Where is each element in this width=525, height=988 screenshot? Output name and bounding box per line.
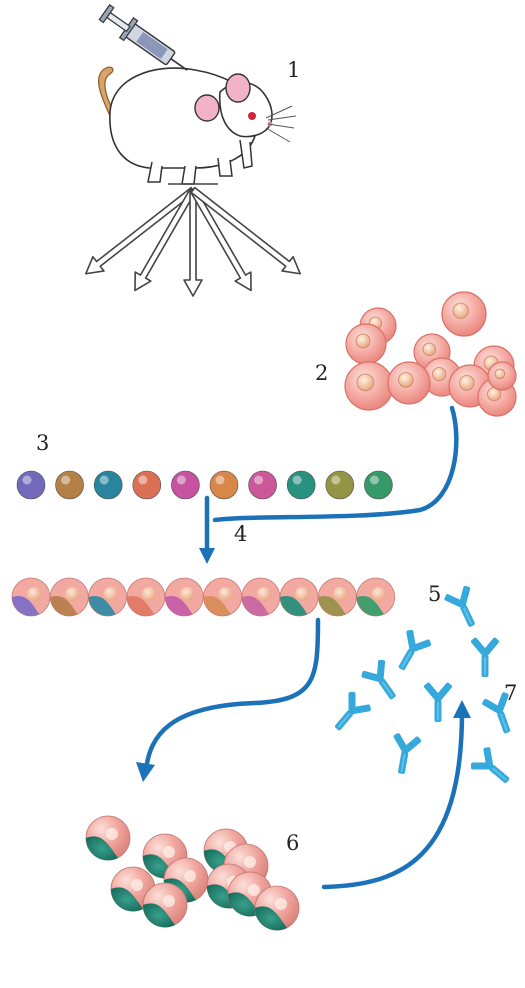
antibody-icon [361, 659, 396, 700]
b-cell [344, 361, 394, 411]
step-label-4: 4 [234, 522, 248, 546]
b-cell [487, 361, 517, 391]
step-label-7: 7 [504, 681, 518, 705]
mouse-eye [248, 112, 256, 120]
flow-arrows [143, 405, 465, 890]
hybridoma-cell [11, 577, 51, 617]
syringe-icon [98, 4, 188, 71]
antibody-icon [471, 637, 499, 677]
arrow-cells-to-fusion [212, 405, 459, 523]
hybridoma-cell [88, 577, 127, 617]
hollow-arrow [134, 187, 197, 292]
myeloma-cell [171, 470, 200, 500]
antibody-icon [398, 629, 432, 671]
hollow-arrow [190, 186, 301, 275]
arrow-hybrid-to-clone [143, 617, 321, 773]
antibody-icon [424, 682, 452, 722]
myeloma-cell [364, 470, 393, 500]
hybridoma-cell [279, 577, 319, 617]
step-label-5: 5 [428, 582, 442, 606]
antibody-icon [334, 692, 371, 731]
myeloma-cell [286, 470, 316, 500]
step-label-6: 6 [286, 831, 300, 855]
mouse-ear [194, 94, 220, 122]
step-label-3: 3 [36, 431, 50, 455]
hybridoma-cell-row [11, 577, 396, 617]
hybridoma-cell [126, 577, 166, 617]
hybridoma-cell [203, 577, 242, 617]
arrowhead-icon [136, 762, 155, 782]
hybridoma-cell [164, 577, 204, 617]
arrow-clone-to-antibody [321, 709, 465, 890]
arrowhead-icon [199, 548, 215, 564]
hybridoma-cell [317, 577, 357, 617]
hollow-arrow [183, 189, 203, 297]
hollow-arrow [85, 186, 196, 275]
antibody-icon [482, 692, 511, 734]
b-cell [441, 291, 487, 337]
mouse-legs [147, 139, 253, 185]
hybridoma-cell [356, 577, 396, 617]
hybridoma-cell [49, 577, 89, 617]
antibody-icon [444, 585, 475, 627]
myeloma-cell [55, 470, 84, 500]
clone-cell [142, 882, 188, 928]
clone-cell [85, 815, 131, 861]
flow-arrowheads [136, 548, 471, 782]
antibody-icon [471, 747, 510, 784]
antibody-group [334, 585, 511, 784]
myeloma-cell [93, 470, 123, 500]
myeloma-cell [209, 470, 239, 500]
b-cell [345, 323, 387, 365]
step-label-2: 2 [315, 361, 329, 385]
arrowhead-icon [453, 700, 471, 718]
myeloma-cell [132, 470, 162, 500]
myeloma-cell-row [16, 470, 393, 500]
step-label-1: 1 [287, 58, 301, 82]
myeloma-cell [248, 470, 277, 500]
b-cell-cluster [344, 291, 517, 417]
b-cell [387, 361, 431, 405]
clone-cell [254, 885, 300, 931]
hybridoma-cell [241, 577, 281, 617]
antibody-icon [393, 733, 422, 774]
distribution-arrows [85, 186, 301, 297]
mouse-tail [98, 66, 119, 121]
clone-cluster [85, 815, 300, 931]
mouse-illustration [98, 66, 297, 185]
myeloma-cell [325, 470, 355, 500]
myeloma-cell [16, 470, 46, 500]
mouse-ear [225, 73, 251, 103]
mouse-whiskers [265, 105, 297, 143]
